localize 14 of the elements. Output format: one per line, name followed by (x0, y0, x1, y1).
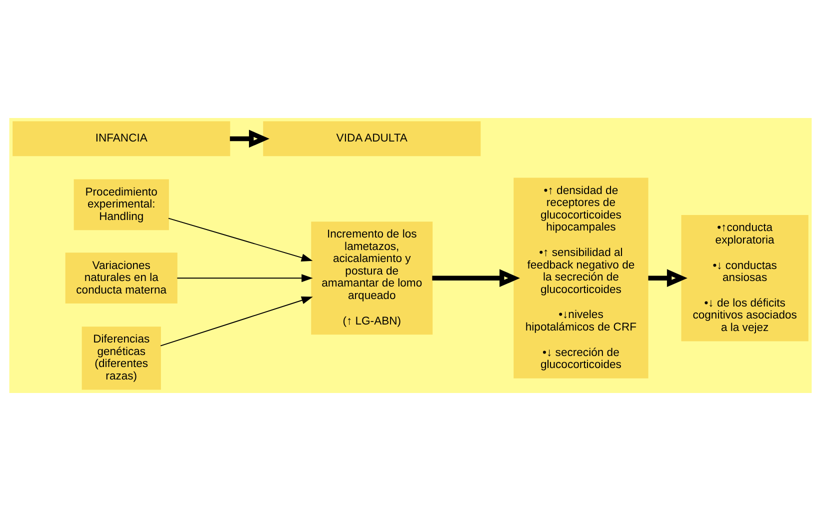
node-box: INFANCIA (12, 121, 230, 156)
arrow (648, 269, 688, 288)
node-box: Procedimiento experimental: Handling (74, 179, 169, 230)
node-box: •↑conducta exploratoria •↓ conductas ansiosas •↓ de los déficits cognitivos asociados a la vejez (681, 215, 808, 342)
arrow (230, 130, 270, 148)
arrow (160, 296, 313, 346)
arrow (432, 269, 520, 288)
node-box: Incremento de los lametazos, acicalamiento y postura de amamantar de lomo arqueado (↑ LG-ABN) (311, 222, 433, 335)
node-box: Diferencias genéticas (diferentes razas) (82, 326, 161, 390)
arrow (168, 218, 313, 262)
node-box: •↑ densidad de receptores de glucocorticoides hipocampales •↑ sensibilidad al feedback negativo de la secreción de glucocorticoides •↓niveles hipotalámicos de CRF •↓ secreción de glucocorticoides (514, 178, 648, 378)
arrow (176, 274, 313, 282)
node-box: Variaciones naturales en la conducta materna (65, 252, 178, 304)
node-box: VIDA ADULTA (263, 121, 481, 156)
